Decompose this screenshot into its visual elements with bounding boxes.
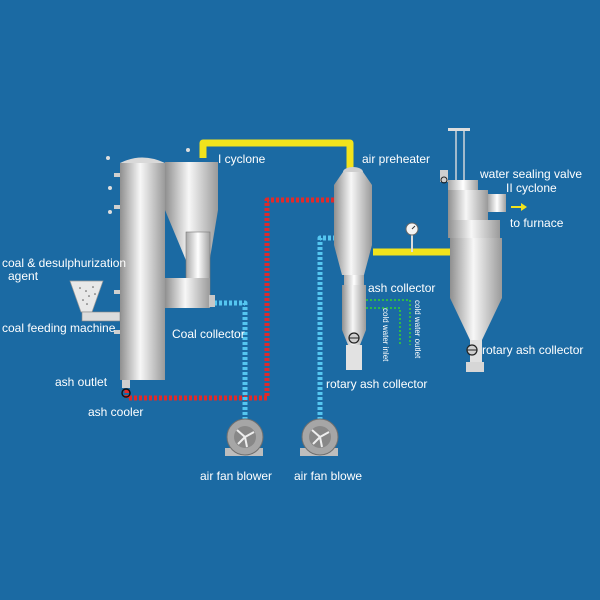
rotary-valve-icon bbox=[466, 344, 478, 356]
label-ii-cyclone: II cyclone bbox=[506, 181, 557, 195]
cold-air-pipe-left bbox=[215, 300, 248, 430]
cold-water-inlet-pipe bbox=[366, 307, 401, 345]
cold-air-pipe-right bbox=[317, 235, 334, 430]
label-rotary-ash-collector-right: rotary ash collector bbox=[482, 343, 584, 357]
label-cold-water-outlet: cold water outlet bbox=[413, 300, 422, 359]
flue-gas-pipe-upper bbox=[199, 139, 354, 170]
first-cyclone bbox=[165, 162, 218, 308]
fan-blower-icon bbox=[225, 418, 264, 456]
label-agent: agent bbox=[8, 269, 39, 283]
coal-feed-hopper bbox=[69, 280, 121, 322]
label-i-cyclone: I cyclone bbox=[218, 152, 266, 166]
label-air-fan-blower-right: air fan blowe bbox=[294, 469, 363, 483]
direction-arrow-icon bbox=[511, 203, 527, 211]
furnace bbox=[114, 157, 165, 380]
cold-water-outlet-pipe bbox=[366, 299, 411, 345]
rotary-valve-icon bbox=[348, 332, 360, 344]
label-rotary-ash-collector-mid: rotary ash collector bbox=[326, 377, 428, 391]
label-coal-feeding-machine: coal feeding machine bbox=[2, 321, 116, 335]
fan-blower-icon bbox=[300, 418, 339, 456]
label-ash-collector: ash collector bbox=[368, 281, 436, 295]
hot-air-pipe bbox=[124, 197, 334, 401]
label-coal-collector: Coal collector bbox=[172, 327, 245, 341]
label-air-fan-blower-left: air fan blower bbox=[200, 469, 273, 483]
label-water-sealing-valve: water sealing valve bbox=[480, 167, 583, 181]
second-cyclone bbox=[440, 128, 506, 372]
pressure-gauge-icon bbox=[405, 222, 419, 252]
furnace-nozzles bbox=[106, 148, 190, 214]
label-cold-water-inlet: cold water inlet bbox=[381, 308, 390, 362]
air-preheater bbox=[334, 167, 372, 285]
label-to-furnace: to furnace bbox=[510, 216, 564, 230]
label-coal-desulphurization: coal & desulphurization bbox=[2, 256, 127, 270]
label-ash-cooler: ash cooler bbox=[88, 405, 144, 419]
label-ash-outlet: ash outlet bbox=[55, 375, 108, 389]
label-air-preheater: air preheater bbox=[362, 152, 431, 166]
ash-outlet bbox=[121, 380, 131, 398]
ash-collector bbox=[342, 285, 366, 370]
